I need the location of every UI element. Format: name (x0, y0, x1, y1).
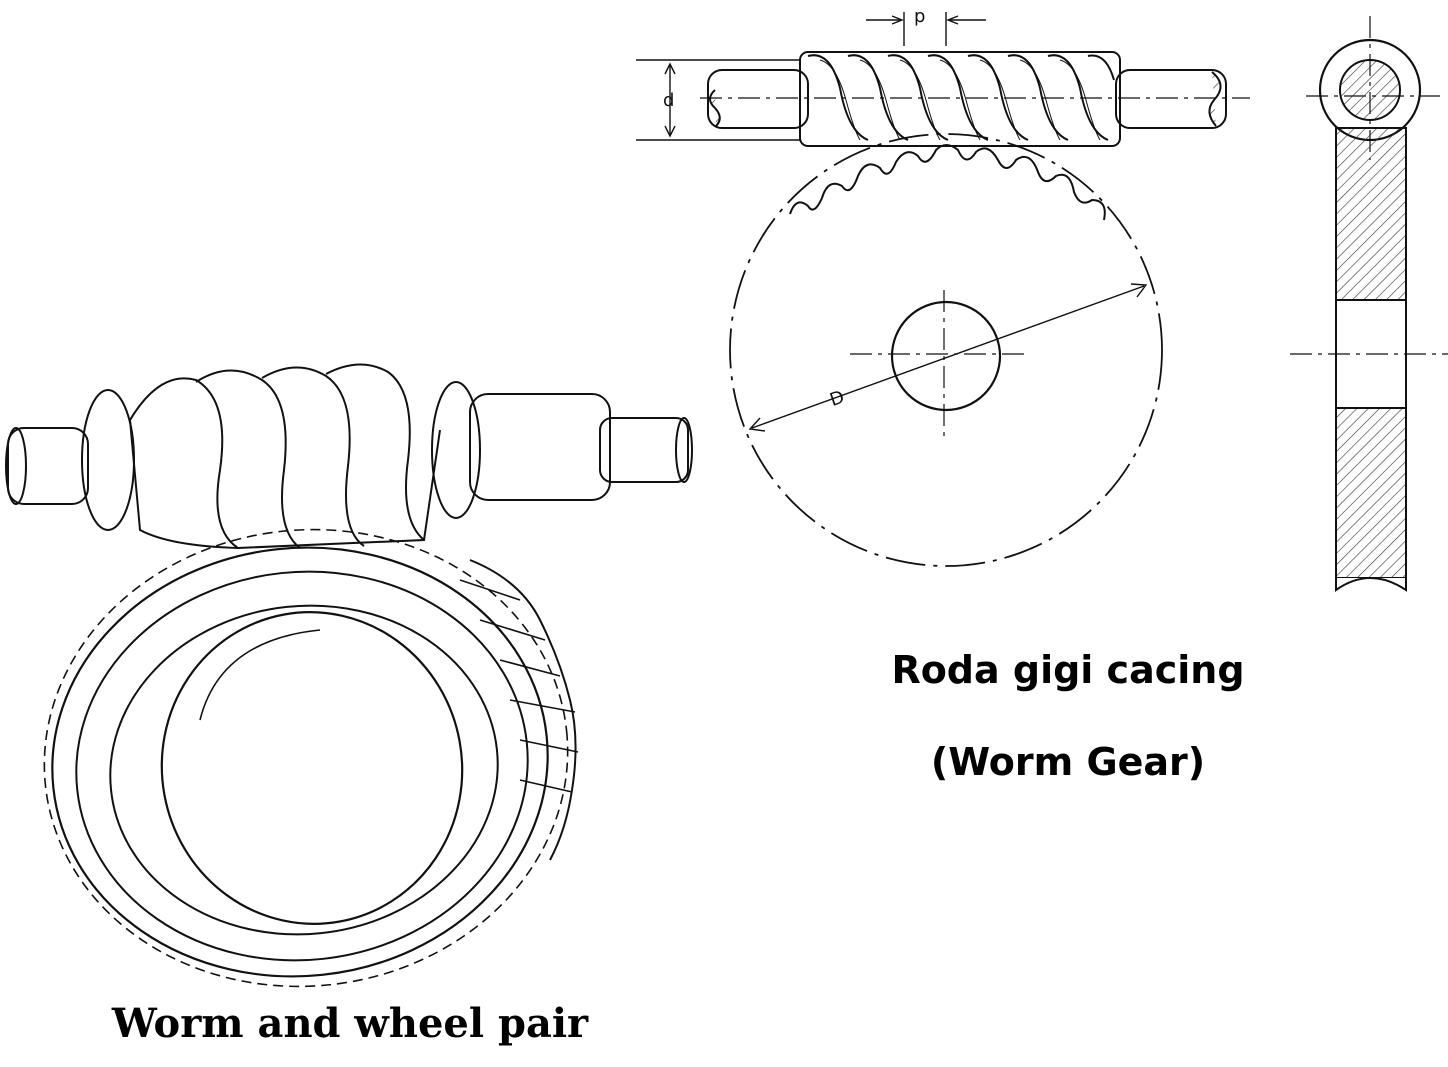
caption-worm-wheel-pair: Worm and wheel pair (111, 1000, 589, 1047)
side-view (1290, 16, 1448, 592)
caption-subtitle: (Worm Gear) (930, 740, 1206, 784)
front-view (636, 12, 1250, 567)
worm-diameter-label: d (663, 90, 674, 111)
pitch-label: p (914, 6, 925, 27)
wheel-diameter-label: D (827, 387, 847, 411)
caption-title: Roda gigi cacing (891, 648, 1245, 692)
worm-threads (807, 54, 1115, 141)
iso-worm-threads (129, 363, 441, 550)
worm-and-wheel-pair-illustration (5, 363, 693, 988)
wheel-teeth (789, 144, 1106, 221)
